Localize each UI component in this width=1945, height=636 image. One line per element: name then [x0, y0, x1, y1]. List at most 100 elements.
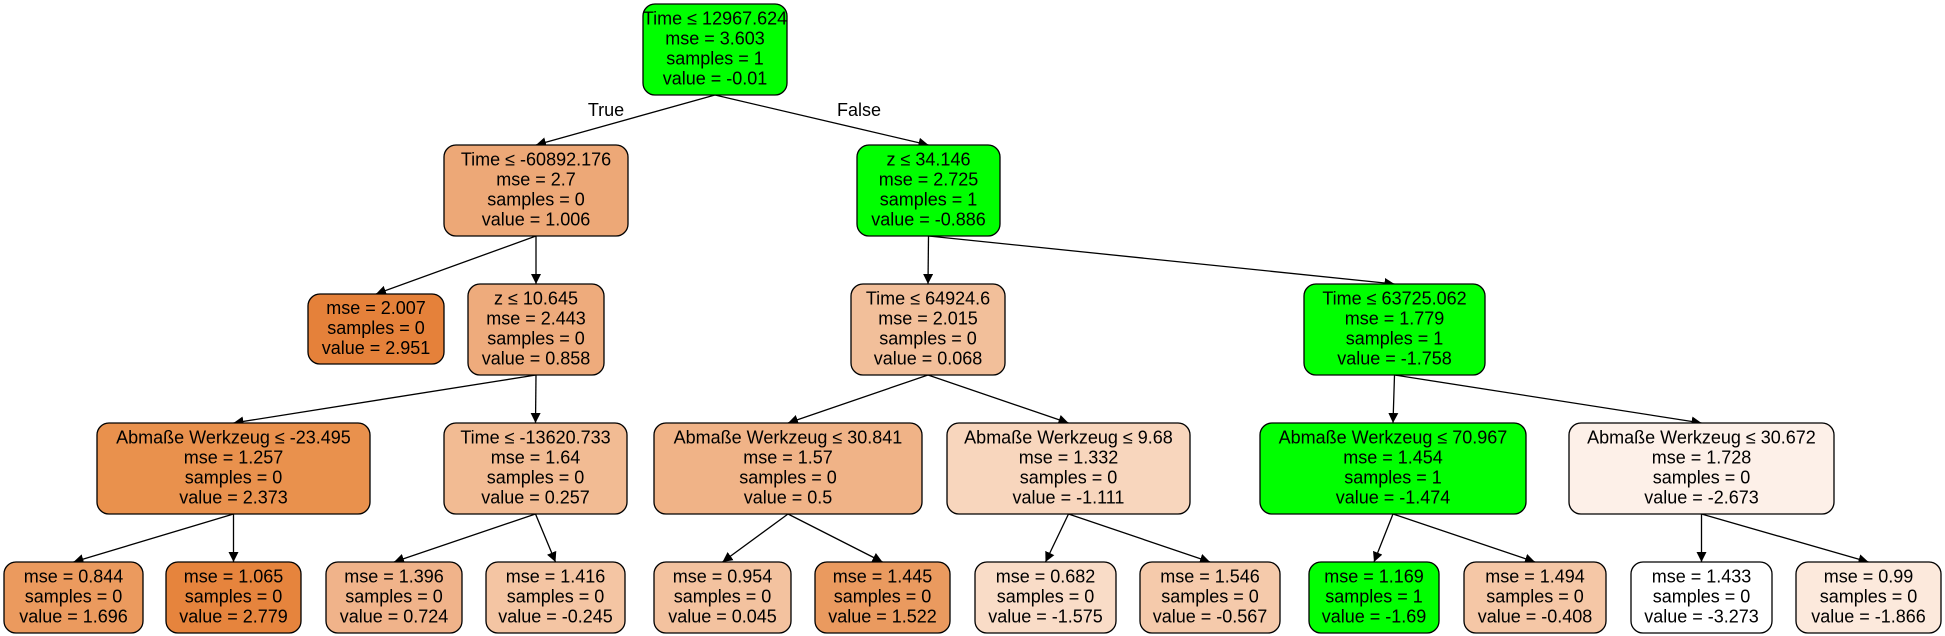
tree-node-text: samples = 0 — [1653, 468, 1751, 488]
tree-edge-n10-n19 — [1044, 513, 1070, 563]
tree-node-text: samples = 0 — [1161, 587, 1259, 607]
tree-node-text: value = 2.779 — [179, 607, 288, 627]
tree-node-text: mse = 1.416 — [506, 567, 606, 587]
tree-node-text: Time ≤ -13620.733 — [460, 428, 610, 448]
tree-node-text: value = -0.886 — [871, 210, 986, 230]
tree-node-text: mse = 1.445 — [833, 567, 933, 587]
tree-node-box — [653, 422, 923, 515]
tree-node-text: samples = 0 — [507, 587, 605, 607]
tree-node-text: mse = 2.007 — [326, 298, 426, 318]
tree-node-text: mse = 3.603 — [665, 29, 765, 49]
tree-node-text: samples = 0 — [487, 468, 585, 488]
tree-node-text: samples = 0 — [185, 587, 283, 607]
tree-node-text: mse = 0.954 — [673, 567, 773, 587]
tree-node-text: mse = 1.065 — [184, 567, 284, 587]
tree-node-text: samples = 1 — [1346, 329, 1444, 349]
tree-node-text: value = -1.758 — [1337, 349, 1452, 369]
tree-node-box — [1568, 422, 1835, 515]
tree-node-box — [307, 293, 445, 365]
tree-node-text: value = -1.575 — [988, 607, 1103, 627]
tree-node-text: mse = 0.682 — [996, 567, 1096, 587]
tree-node-box — [856, 144, 1001, 237]
tree-edge-n4-n7 — [233, 374, 537, 427]
tree-node-box — [946, 422, 1191, 515]
tree-edge-n0-n2 — [714, 94, 929, 148]
tree-node-text: value = -2.673 — [1644, 488, 1759, 508]
tree-edge-n7-n13 — [73, 513, 234, 564]
tree-node-text: value = 0.724 — [340, 607, 449, 627]
tree-node-box — [1308, 561, 1440, 634]
tree-edge-n2-n6 — [928, 235, 1395, 288]
tree-node-box — [642, 3, 788, 96]
tree-node-text: samples = 0 — [487, 329, 585, 349]
tree-node-text: value = 2.373 — [179, 488, 288, 508]
tree-node-text: samples = 0 — [674, 587, 772, 607]
tree-node-text: value = -0.01 — [663, 69, 768, 89]
tree-node-text: Abmaße Werkzeug ≤ 30.841 — [674, 428, 903, 448]
tree-edge-n6-n12 — [1394, 374, 1702, 427]
tree-node-text: Time ≤ 64924.6 — [866, 289, 990, 309]
tree-node-text: samples = 0 — [1820, 587, 1918, 607]
tree-edge-n10-n20 — [1068, 513, 1211, 564]
tree-node-text: mse = 2.443 — [486, 309, 586, 329]
tree-node-text: samples = 0 — [834, 587, 932, 607]
tree-node-box — [165, 561, 302, 634]
tree-node-text: value = 1.522 — [828, 607, 937, 627]
tree-node-text: value = 0.068 — [874, 349, 983, 369]
tree-edge-n2-n5 — [923, 235, 934, 285]
tree-node-text: mse = 1.169 — [1324, 567, 1424, 587]
tree-node-box — [1795, 561, 1942, 634]
tree-node-box — [443, 422, 628, 515]
tree-node-text: mse = 0.99 — [1824, 567, 1914, 587]
tree-node-text: mse = 1.454 — [1343, 448, 1443, 468]
tree-node-text: value = 0.257 — [481, 488, 590, 508]
tree-node-box — [485, 561, 626, 634]
tree-node-text: mse = 1.57 — [743, 448, 833, 468]
tree-node-text: Time ≤ 12967.624 — [643, 9, 787, 29]
tree-node-box — [443, 144, 629, 237]
tree-node-box — [1259, 422, 1527, 515]
tree-node-text: samples = 0 — [739, 468, 837, 488]
tree-edge-n5-n10 — [927, 374, 1069, 425]
tree-node-text: samples = 1 — [666, 49, 764, 69]
tree-node-text: mse = 1.396 — [344, 567, 444, 587]
tree-edge-n0-n1 — [535, 94, 716, 148]
tree-node-text: value = -1.474 — [1336, 488, 1451, 508]
edge-label-false: False — [837, 100, 881, 120]
tree-edge-n12-n24 — [1701, 513, 1869, 565]
tree-node-text: mse = 1.546 — [1160, 567, 1260, 587]
tree-node-text: samples = 0 — [879, 329, 977, 349]
tree-node-text: value = 1.696 — [19, 607, 128, 627]
tree-edge-n8-n16 — [534, 513, 557, 563]
tree-node-text: mse = 1.257 — [184, 448, 284, 468]
tree-node-text: value = 0.5 — [744, 488, 833, 508]
tree-edge-n8-n15 — [393, 513, 536, 564]
tree-node-box — [467, 283, 605, 376]
tree-node-box — [1303, 283, 1486, 376]
tree-node-text: Abmaße Werkzeug ≤ 30.672 — [1587, 428, 1816, 448]
tree-node-box — [325, 561, 463, 634]
tree-node-text: samples = 0 — [487, 190, 585, 210]
tree-node-text: value = -0.567 — [1153, 607, 1268, 627]
tree-node-text: samples = 0 — [345, 587, 443, 607]
tree-node-box — [3, 561, 144, 634]
tree-node-box — [1139, 561, 1281, 634]
tree-node-text: samples = 0 — [1653, 587, 1751, 607]
